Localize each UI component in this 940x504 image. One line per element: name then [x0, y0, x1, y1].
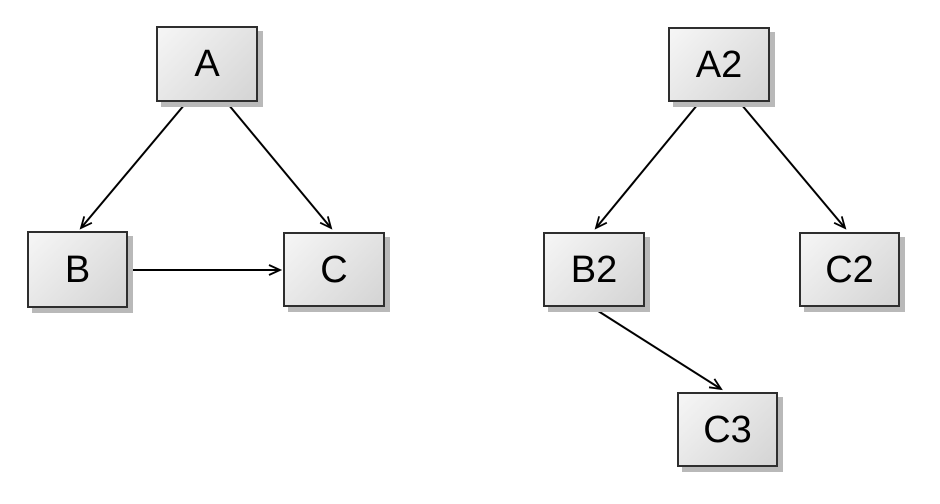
edge-A-B [79, 103, 186, 230]
node-label-A: A [194, 43, 220, 85]
edge-A-C [227, 103, 333, 230]
node-label-B2: B2 [570, 248, 618, 291]
edge-B2-C3 [594, 308, 723, 391]
node-label-C2: C2 [825, 248, 874, 291]
edge-A2-C2 [740, 103, 847, 230]
node-C2: C2 [799, 232, 900, 307]
node-B: B [27, 231, 128, 308]
node-B2: B2 [543, 232, 645, 307]
node-label-A2: A2 [695, 43, 743, 86]
node-label-C3: C3 [703, 408, 752, 451]
node-label-B: B [64, 248, 91, 291]
node-A2: A2 [668, 27, 770, 102]
edge-A2-B2 [594, 103, 699, 230]
node-label-C: C [320, 248, 348, 291]
node-C: C [283, 232, 385, 307]
edges-group [79, 103, 847, 391]
node-C3: C3 [677, 392, 778, 467]
node-A: A [156, 26, 258, 102]
